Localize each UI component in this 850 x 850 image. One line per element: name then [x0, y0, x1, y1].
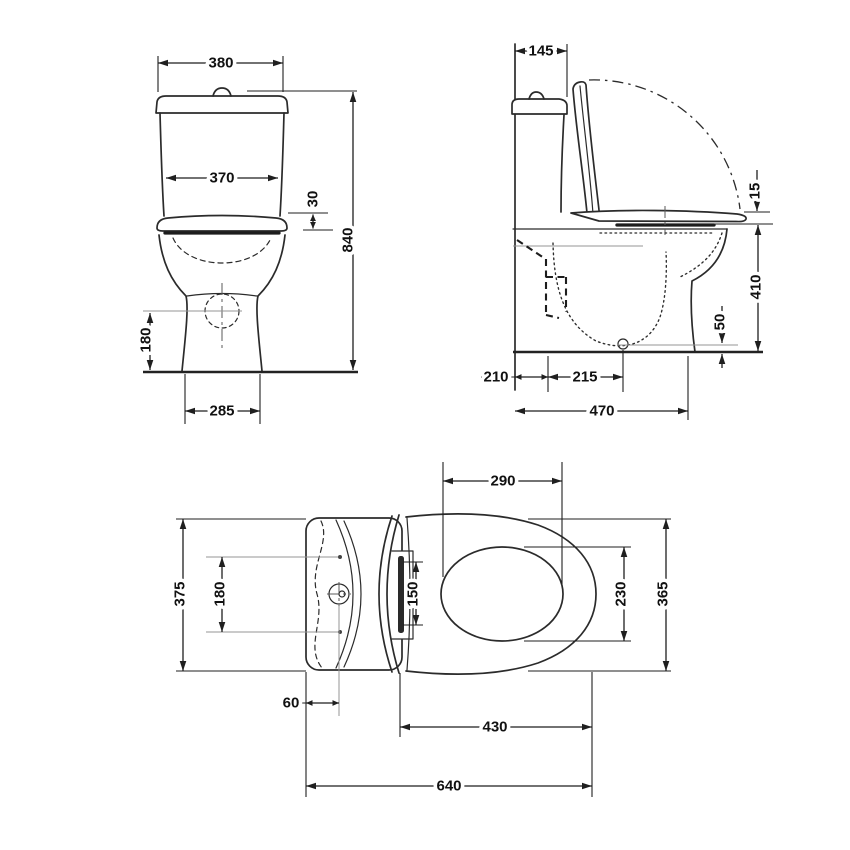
- top-lid-crescent-inner: [386, 514, 400, 674]
- dim-side-rim-height: 410: [748, 274, 765, 299]
- top-hinge-bar: [398, 556, 404, 633]
- dim-top-fixing-centres: 180: [212, 581, 229, 606]
- top-cistern-lid-arc-1: [335, 519, 354, 669]
- dim-side-outlet-clearance: 50: [712, 314, 729, 331]
- side-view: 145 15 410 50 210 215 470: [480, 39, 773, 423]
- top-cistern-hidden-wavy: [314, 520, 325, 669]
- top-fixing-point-upper: [338, 555, 342, 559]
- dim-side-outlet-setout-front: 215: [572, 369, 597, 386]
- front-inner-rim-hidden: [172, 237, 272, 264]
- top-seat-back-edge: [406, 517, 411, 671]
- front-cistern-body-right: [279, 112, 285, 217]
- dim-top-cistern-plan-width: 375: [172, 581, 189, 606]
- front-seat: [156, 214, 288, 232]
- side-flush-button: [528, 91, 545, 100]
- dim-top-seat-length: 430: [482, 719, 507, 736]
- dim-top-seat-width: 365: [655, 581, 672, 606]
- dim-front-overall-height: 840: [340, 227, 357, 252]
- side-trap-dashed-5: [545, 313, 560, 320]
- dim-front-outlet-height: 180: [138, 327, 155, 352]
- top-bowl-opening: [440, 546, 564, 642]
- side-outlet-circle: [617, 338, 629, 350]
- side-cistern-front: [560, 114, 565, 213]
- dim-front-base-width: 285: [209, 403, 234, 420]
- dim-side-seat-thickness: 15: [747, 183, 764, 200]
- top-view: 290 375 180 150 230 365 60: [168, 462, 675, 798]
- front-view: 380 370 30 840 180 285: [134, 51, 360, 424]
- dim-top-hinge-centres: 150: [405, 581, 422, 606]
- side-cistern-lid: [511, 98, 568, 115]
- dim-front-cistern-lid-width: 380: [208, 55, 233, 72]
- dim-top-bowl-opening-length: 290: [490, 473, 515, 490]
- side-trap-dashed-1: [516, 239, 545, 259]
- side-bowl-interior-dotted: [552, 242, 668, 347]
- dim-side-cistern-depth: 145: [528, 43, 553, 60]
- top-flush-button-inner: [338, 590, 346, 598]
- side-lid-swing-arc: [588, 79, 741, 210]
- top-lid-crescent-outer: [378, 515, 393, 673]
- dim-top-rear-offset: 60: [283, 695, 300, 712]
- dim-side-overall-depth: 470: [589, 403, 614, 420]
- front-cistern-body-left: [159, 112, 165, 217]
- dim-top-overall-length: 640: [436, 778, 461, 795]
- front-cistern-lid: [155, 95, 289, 114]
- top-seat-outline: [405, 513, 597, 675]
- front-bowl-right: [256, 234, 286, 372]
- dim-front-seat-drop: 30: [305, 191, 322, 208]
- front-flush-button: [212, 87, 232, 97]
- top-cistern-lid-arc-2: [343, 520, 362, 668]
- side-seat: [570, 209, 747, 223]
- side-pan-front: [690, 228, 728, 353]
- side-bowl-front-dotted: [677, 232, 723, 279]
- dim-top-bowl-opening-width: 230: [613, 581, 630, 606]
- front-bowl-left: [158, 234, 188, 372]
- side-lid-raised: [572, 80, 600, 219]
- dim-front-cistern-width: 370: [209, 170, 234, 187]
- dim-side-outlet-setout-rear: 210: [483, 369, 508, 386]
- side-lid-raised-innerline: [579, 85, 594, 215]
